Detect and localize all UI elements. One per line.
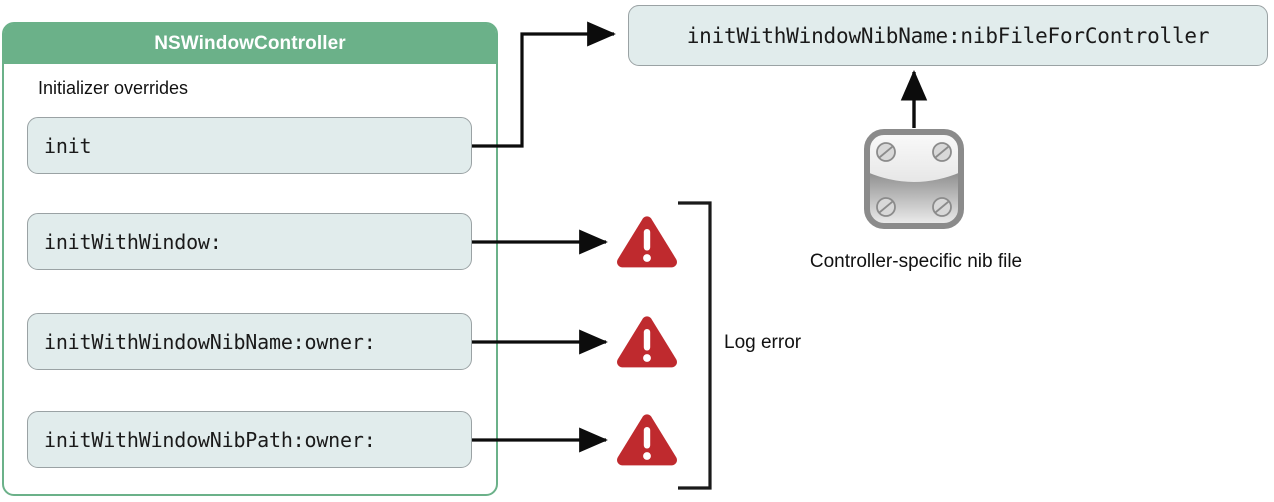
method-box-init[interactable]: init [27,117,472,174]
method-box-init-with-window-nib-name-owner[interactable]: initWithWindowNibName:owner: [27,313,472,370]
nib-file-caption: Controller-specific nib file [809,251,1023,272]
method-box-init-with-window[interactable]: initWithWindow: [27,213,472,270]
method-box-init-with-window-nib-path-owner[interactable]: initWithWindowNibPath:owner: [27,411,472,468]
nib-file-icon [861,126,967,232]
section-label-initializer-overrides: Initializer overrides [38,78,189,98]
grouping-bracket-log-error [678,201,712,490]
class-box-title: NSWindowController [154,33,346,54]
log-error-label: Log error [724,332,802,353]
warning-triangle-icon [614,213,680,271]
warning-triangle-icon [614,313,680,371]
target-method-box-init-with-window-nib-name-nib-file-for-controller[interactable]: initWithWindowNibName:nibFileForControll… [628,5,1268,66]
warning-triangle-icon [614,411,680,469]
class-box-header: NSWindowController [4,24,496,64]
